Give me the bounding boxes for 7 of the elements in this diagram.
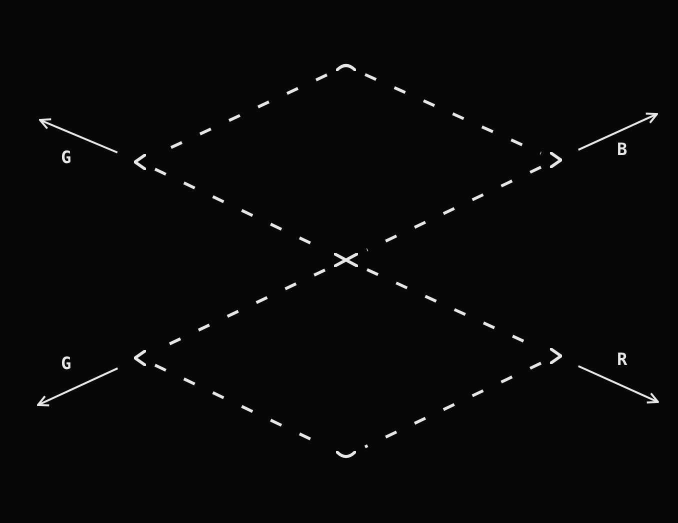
arrow: [37, 367, 118, 406]
dashed-line: [364, 362, 542, 448]
dashed-line: [364, 73, 542, 155]
dashed-line: [366, 166, 542, 252]
arrow: [39, 118, 118, 154]
arrow: [578, 112, 658, 151]
arrow: [578, 365, 659, 404]
